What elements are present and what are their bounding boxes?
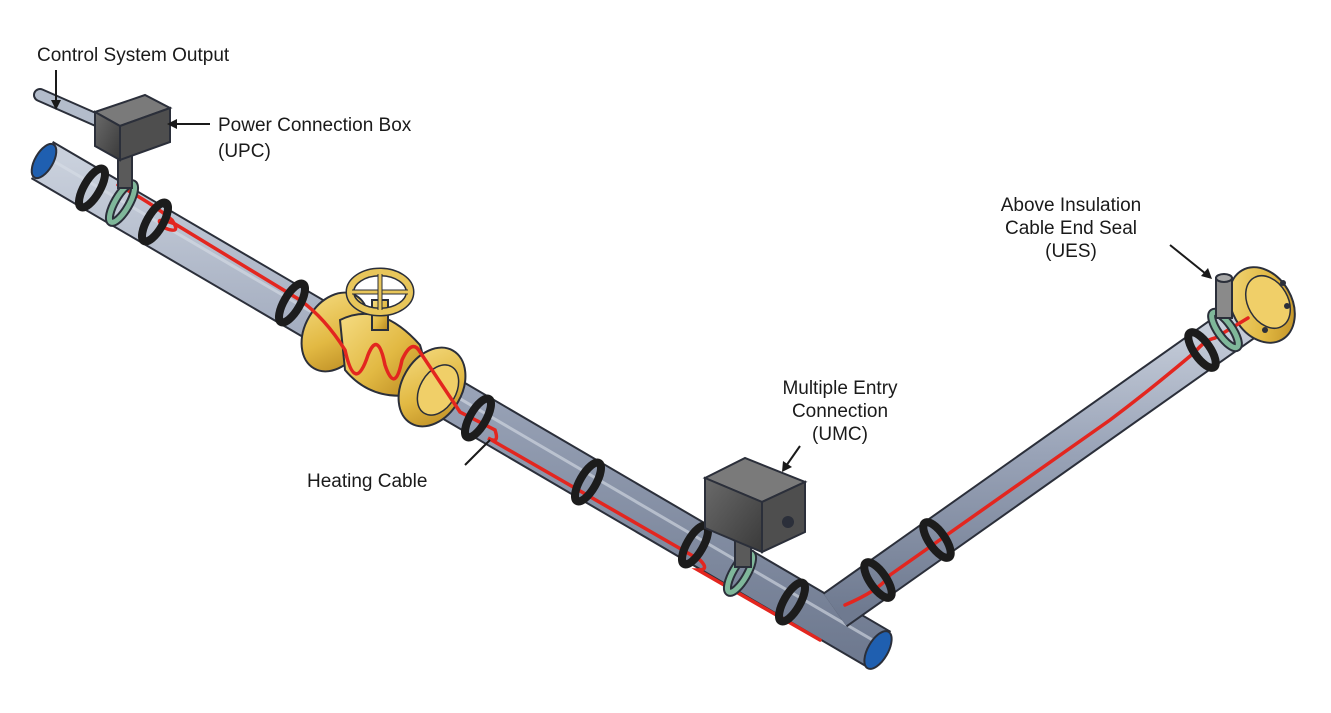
- multiple-entry-connection-box-icon: [702, 456, 808, 568]
- arrow-control-output: [51, 70, 61, 110]
- label-multi-entry-code: (UMC): [812, 424, 868, 445]
- label-end-seal-code: (UES): [1045, 241, 1097, 262]
- band-3: [275, 279, 309, 327]
- main-pipe-end-left: [30, 142, 58, 180]
- clamp-ues: [1207, 307, 1243, 353]
- band-5: [571, 458, 605, 506]
- label-control-output: Control System Output: [37, 45, 230, 66]
- arrow-multi-entry: [782, 445, 801, 472]
- band-7: [775, 578, 809, 626]
- end-seal-fitting-icon: [1215, 273, 1233, 319]
- arrow-power-box: [167, 119, 210, 129]
- label-multi-entry-line2: Connection: [791, 401, 889, 422]
- label-multi-entry-line1: Multiple Entry: [782, 378, 898, 399]
- main-pipe-end-right: [863, 630, 893, 670]
- band-2: [138, 198, 172, 246]
- arrow-heating-cable: [464, 439, 491, 466]
- label-multi-entry: Multiple Entry Connection (UMC): [750, 377, 930, 446]
- label-end-seal: Above Insulation Cable End Seal (UES): [966, 194, 1176, 263]
- band-10: [1184, 328, 1220, 372]
- band-1: [75, 164, 109, 212]
- label-end-seal-line2: Cable End Seal: [1004, 218, 1138, 239]
- band-8: [860, 558, 896, 602]
- label-power-box-code: (UPC): [218, 141, 271, 162]
- arrow-end-seal: [1169, 244, 1212, 279]
- band-4: [461, 394, 495, 442]
- gate-valve: [300, 267, 467, 428]
- power-connection-box-icon: [92, 93, 173, 189]
- branch-flange: [1228, 266, 1296, 344]
- label-heating-cable: Heating Cable: [307, 471, 428, 492]
- heating-cable-main: [116, 183, 822, 642]
- label-power-box: Power Connection Box: [218, 115, 412, 136]
- label-end-seal-line1: Above Insulation: [1000, 195, 1142, 216]
- band-9: [919, 518, 955, 562]
